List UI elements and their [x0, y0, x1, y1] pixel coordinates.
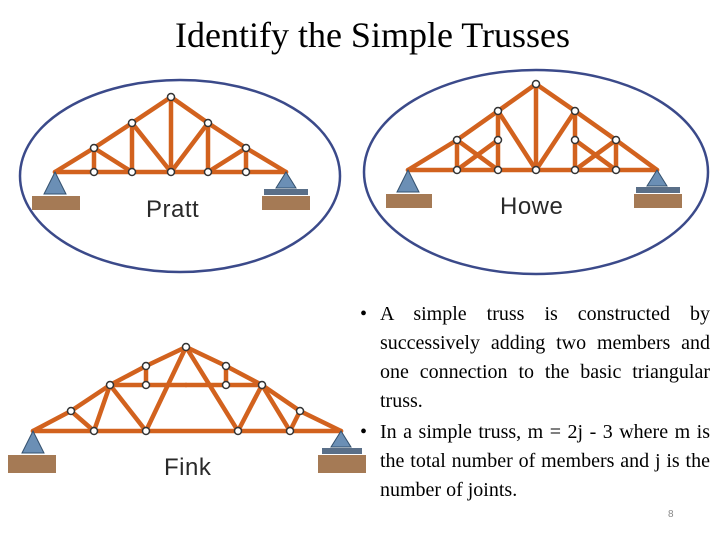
roller-support-icon [318, 430, 366, 473]
bullet-glyph: • [360, 303, 368, 325]
pin-support-icon [386, 168, 432, 208]
fink-label: Fink [164, 454, 212, 481]
bullet-text: A simple truss is constructed by success… [380, 303, 710, 412]
bullet-list: • A simple truss is constructed by succe… [358, 300, 710, 507]
bullet-item: • In a simple truss, m = 2j - 3 where m … [358, 418, 710, 505]
roller-support-icon [634, 169, 682, 208]
pin-support-icon [32, 170, 80, 210]
bullet-glyph: • [360, 421, 368, 443]
bullet-text: In a simple truss, m = 2j - 3 where m is… [380, 421, 710, 501]
roller-support-icon [262, 171, 310, 210]
pin-support-icon [8, 429, 56, 473]
slide-title: Identify the Simple Trusses [174, 15, 570, 55]
page-number: 8 [668, 509, 674, 520]
howe-label: Howe [500, 193, 564, 220]
pratt-label: Pratt [146, 196, 200, 223]
bullet-item: • A simple truss is constructed by succe… [358, 300, 710, 416]
